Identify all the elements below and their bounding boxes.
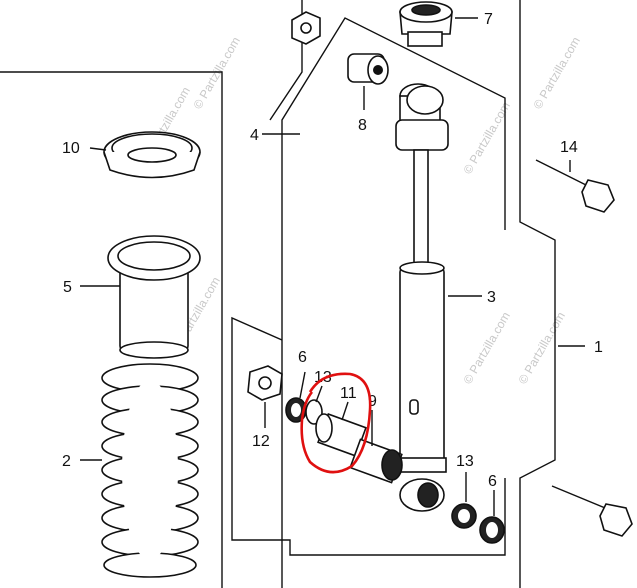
watermarks: © Partzilla.com © Partzilla.com © Partzi… xyxy=(140,34,583,386)
watermark-text: © Partzilla.com xyxy=(515,309,568,386)
callout-8: 8 xyxy=(358,117,367,134)
part-11-collar xyxy=(315,413,367,457)
part-8-bushing xyxy=(347,53,389,85)
callout-11: 11 xyxy=(340,385,357,402)
top-nut xyxy=(291,11,321,45)
part-14-bolt-bottom xyxy=(551,485,633,537)
part-12-nut xyxy=(247,365,283,401)
callout-13-right: 13 xyxy=(456,453,474,470)
part-10-spring-seat xyxy=(103,131,201,179)
part-13-seal-right xyxy=(451,503,477,529)
part-6-washer-right xyxy=(479,516,505,544)
part-14-bolt-top xyxy=(535,159,615,213)
callout-labels: 10 5 2 4 7 8 14 3 1 6 13 11 9 12 13 6 xyxy=(62,11,603,490)
leader-lines xyxy=(80,17,585,516)
watermark-text: © Partzilla.com xyxy=(460,309,513,386)
callout-2: 2 xyxy=(62,453,71,470)
part-6-washer-left xyxy=(285,397,307,423)
watermark-text: © Partzilla.com xyxy=(190,34,243,111)
group-outline-4 xyxy=(231,17,506,588)
part-7-cap xyxy=(399,1,453,47)
callout-12: 12 xyxy=(252,433,270,450)
part-9-bushing xyxy=(349,438,403,484)
group-outline-1 xyxy=(0,0,556,588)
part-3-shock-absorber xyxy=(395,83,449,512)
callout-3: 3 xyxy=(487,289,496,306)
watermark-text: © Partzilla.com xyxy=(530,34,583,111)
callout-5: 5 xyxy=(63,279,72,296)
callout-9: 9 xyxy=(368,393,377,410)
callout-6-right: 6 xyxy=(488,473,497,490)
callout-6-left: 6 xyxy=(298,349,307,366)
callout-7: 7 xyxy=(484,11,493,28)
highlight-circle xyxy=(300,372,372,474)
part-5-collar xyxy=(107,235,201,359)
callout-1: 1 xyxy=(594,339,603,356)
callout-4: 4 xyxy=(250,127,259,144)
part-2-spring xyxy=(101,363,199,578)
callout-10: 10 xyxy=(62,140,80,157)
callout-14: 14 xyxy=(560,139,578,156)
